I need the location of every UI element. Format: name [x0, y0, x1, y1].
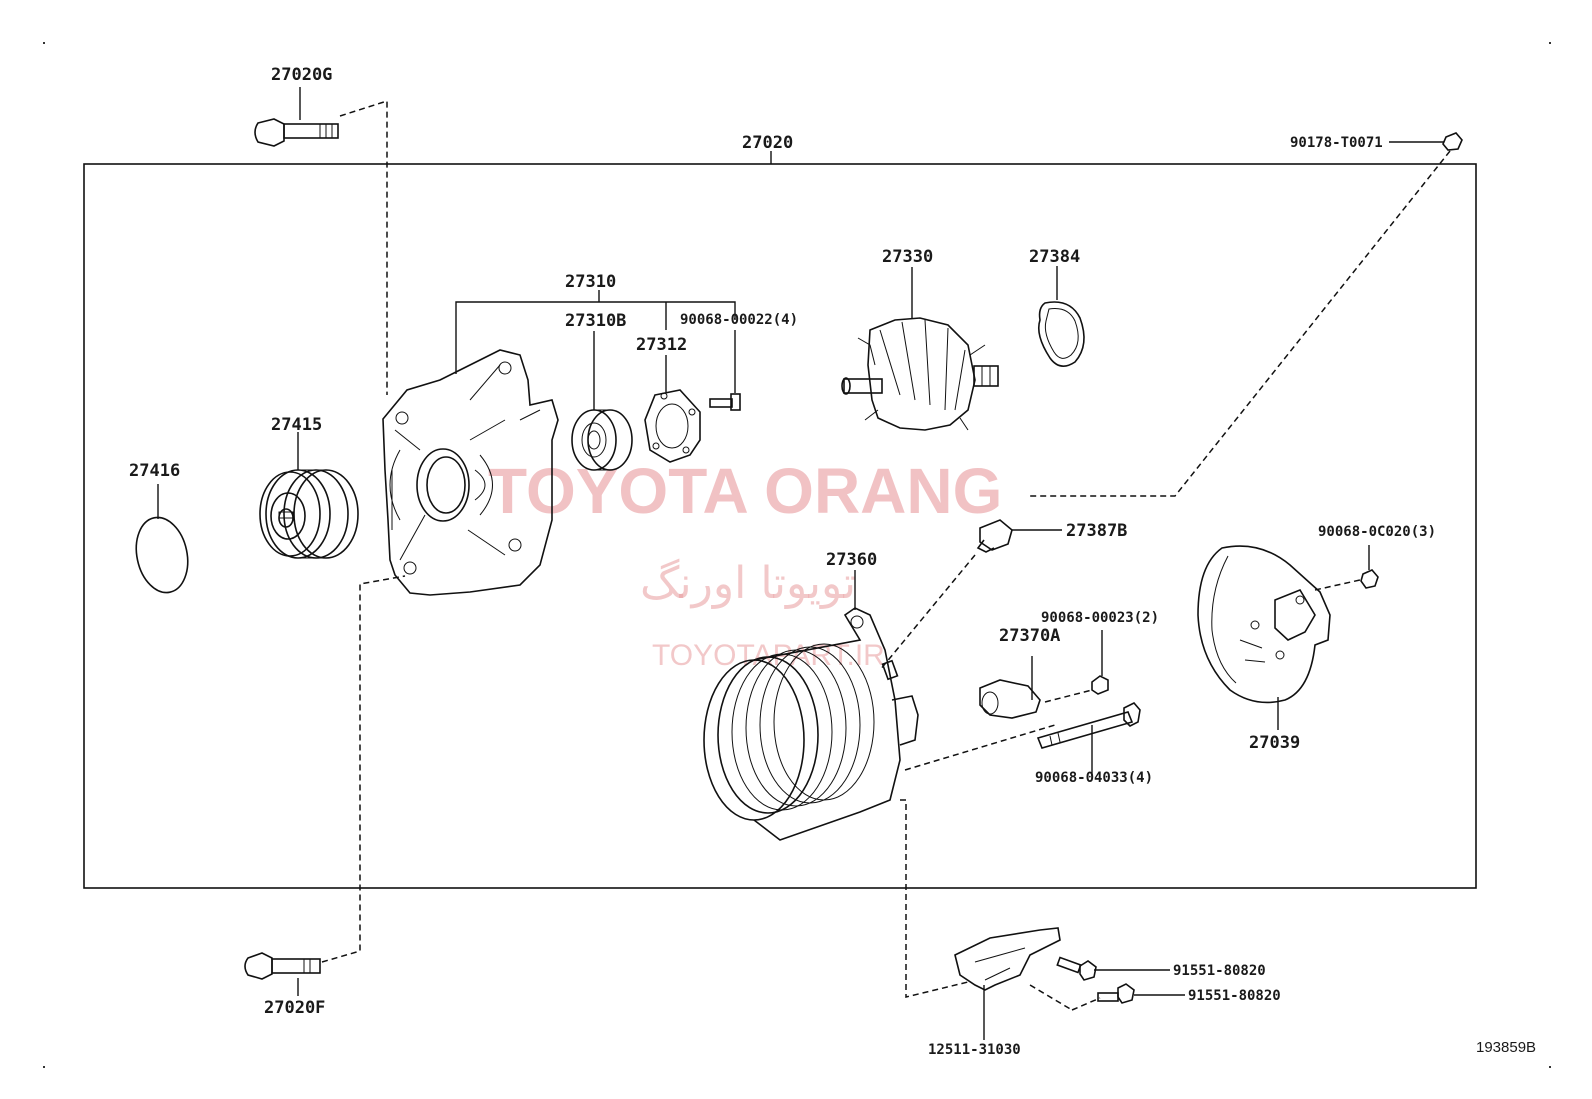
screw-90068-00022-icon: [709, 393, 741, 411]
bolt-91551-a-icon: [1056, 956, 1097, 981]
bolt-27020g-icon: [254, 118, 339, 147]
label-90068-0c020: 90068-0C020(3): [1318, 524, 1436, 540]
label-27387b: 27387B: [1066, 521, 1127, 541]
nut-90178-icon: [1442, 132, 1463, 151]
label-90068-00023: 90068-00023(2): [1041, 610, 1159, 626]
label-27312: 27312: [636, 335, 687, 355]
label-27310: 27310: [565, 272, 616, 292]
nut-90068-0c020-icon: [1360, 569, 1379, 589]
label-27415: 27415: [271, 415, 322, 435]
dash-12511: [900, 799, 969, 998]
bracket-27310: [455, 301, 736, 374]
watermark-site: TOYOTAPART.IR: [652, 639, 885, 672]
pulley-27415-icon: [259, 469, 359, 559]
label-27384: 27384: [1029, 247, 1080, 267]
gasket-27384-inner: [1044, 308, 1079, 359]
drive-end-frame-27310-icon: [382, 349, 559, 596]
dash-27360-bolt: [904, 724, 1056, 771]
watermark: TOYOTA ORANG تویوتا اورنگ TOYOTAPART.IR: [488, 455, 1002, 672]
label-27020f: 27020F: [264, 998, 325, 1018]
label-27039: 27039: [1249, 733, 1300, 753]
dash-27020g: [339, 99, 388, 395]
watermark-brand: TOYOTA ORANG: [488, 455, 1002, 527]
label-91551-80820-a: 91551-80820: [1173, 963, 1266, 979]
label-90178-t0071: 90178-T0071: [1290, 135, 1383, 151]
watermark-brand-fa: تویوتا اورنگ: [640, 558, 856, 609]
rear-cover-27039-icon: [1197, 545, 1331, 704]
diagram-id: 193859B: [1476, 1039, 1536, 1056]
assembly-frame: [83, 163, 1477, 889]
part-labels: 27020G 27020 90178-T0071 27330 27384 273…: [129, 65, 1436, 1058]
bolt-91551-b-icon: [1097, 983, 1135, 1004]
label-12511-31030: 12511-31030: [928, 1042, 1021, 1058]
rotor-27330-icon: [841, 317, 999, 431]
bolt-27020f-icon: [244, 952, 321, 980]
cover-27416-icon: [135, 516, 189, 594]
dash-91551: [1029, 984, 1073, 1011]
dash-90068-0c020: [1314, 579, 1361, 591]
bracket-12511-31030-icon: [954, 927, 1061, 991]
label-90068-00022: 90068-00022(4): [680, 312, 798, 328]
bolt-90068-04033-icon: [1036, 702, 1141, 749]
stator-27360-icon: [703, 607, 919, 841]
label-27370a: 27370A: [999, 626, 1060, 646]
dash-90178: [1030, 150, 1451, 497]
retainer-plate-27312-icon: [644, 389, 701, 463]
gasket-27384-icon: [1037, 301, 1085, 367]
label-27020: 27020: [742, 133, 793, 153]
label-91551-80820-b: 91551-80820: [1188, 988, 1281, 1004]
brush-holder-27370a-icon: [979, 679, 1041, 719]
bearing-27310b-icon: [571, 409, 633, 471]
label-27330: 27330: [882, 247, 933, 267]
label-90068-04033: 90068-04033(4): [1035, 770, 1153, 786]
screw-90068-00023-icon: [1091, 675, 1109, 695]
dash-27387b: [879, 554, 976, 671]
insulator-27387b-icon: [976, 519, 1013, 553]
dash-91551-b: [1071, 997, 1101, 1011]
label-27020g: 27020G: [271, 65, 332, 85]
dash-27370a: [1044, 689, 1093, 703]
label-27360: 27360: [826, 550, 877, 570]
label-27310b: 27310B: [565, 311, 626, 331]
label-27416: 27416: [129, 461, 180, 481]
dash-27020f: [321, 575, 406, 963]
corner-marks: [43, 42, 1551, 1068]
